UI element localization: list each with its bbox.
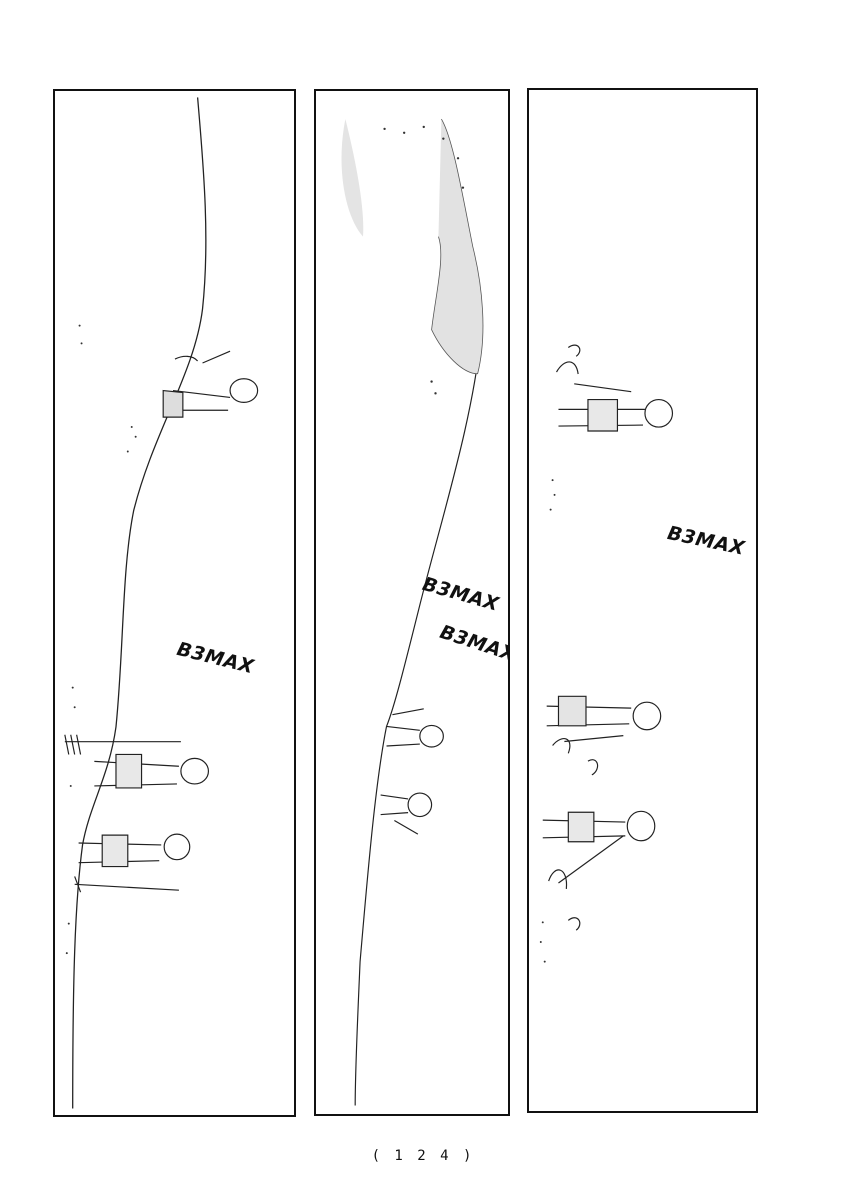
figure-girl-middle	[64, 734, 210, 789]
figure-girl-left	[386, 708, 444, 748]
figure-girl-bottom	[74, 833, 191, 893]
figure-girl-top	[556, 344, 674, 432]
panel-3-drawing	[539, 344, 674, 963]
panel-2-drawing	[341, 118, 484, 1106]
figure-girl-right	[380, 792, 433, 835]
comic-panel-1: B3MAX	[53, 89, 296, 1117]
panel-1-drawing	[64, 97, 259, 1109]
comic-panel-2: B3MAX B3MAX	[314, 89, 510, 1116]
figure-girl-middle	[546, 695, 662, 776]
comic-panel-3: B3MAX	[527, 88, 758, 1113]
figure-girl-bottom	[542, 810, 656, 931]
page-number: ( 1 2 4 )	[371, 1148, 475, 1164]
figure-girl-top	[162, 350, 259, 418]
